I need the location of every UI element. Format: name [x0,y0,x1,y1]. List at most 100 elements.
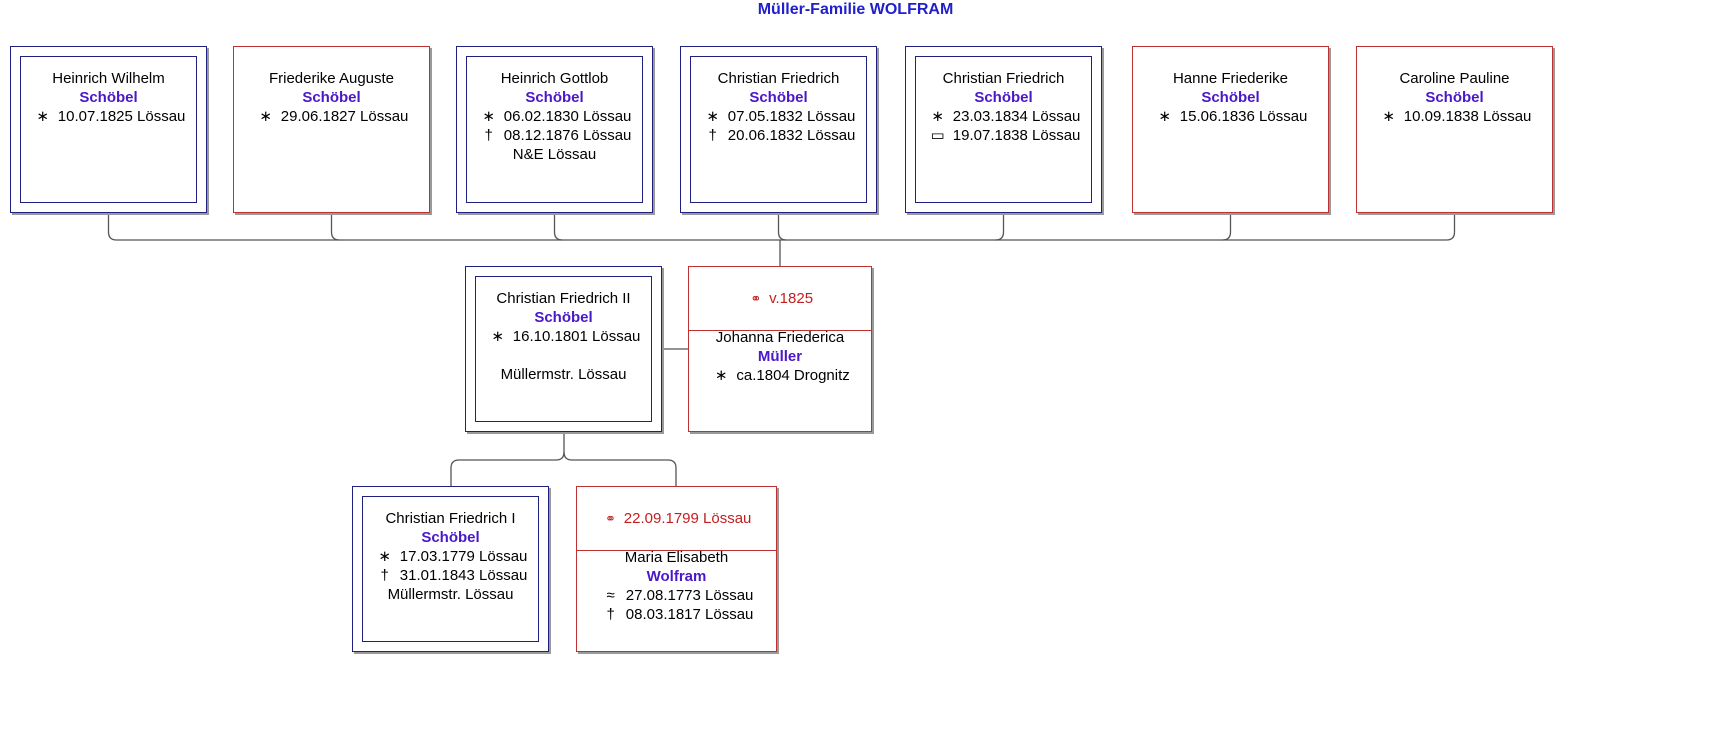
given-name: Johanna Friederica [715,329,845,346]
given-name: Caroline Pauline [1399,70,1510,87]
marriage-date: 22.09.1799 Lössau [619,510,752,527]
marriage-rings-icon: ⚭ [750,291,762,306]
event-text: 10.09.1838 Lössau [1399,108,1532,125]
marriage-header: ⚭ 22.09.1799 Lössau [577,487,776,551]
person-event [466,346,661,365]
chart-title: Müller-Familie WOLFRAM [757,1,954,18]
event-symbol-icon: ∗ [1158,108,1171,125]
inner-frame [466,56,643,203]
inner-frame [20,56,197,203]
inner-frame [915,56,1092,203]
event-symbol-icon: ∗ [378,548,391,565]
person-event: ∗ 10.07.1825 Lössau [11,107,206,126]
event-symbol-icon: ∗ [714,367,728,384]
given-name: Heinrich Gottlob [500,70,609,87]
event-text: 10.07.1825 Lössau [53,108,186,125]
connector-line [450,432,565,487]
event-symbol-icon: † [380,567,389,584]
connector-line [563,451,677,487]
surname: Schöbel [1425,89,1484,106]
event-symbol-icon: † [708,127,717,144]
marriage-text: ⚭ 22.09.1799 Lössau [577,509,776,528]
connector-line [995,213,1005,241]
person-event: ∗ 10.09.1838 Lössau [1357,107,1552,126]
event-symbol-icon: ∗ [491,328,504,345]
person-event: † 08.03.1817 Lössau [577,605,776,624]
surname: Schöbel [302,89,361,106]
event-symbol-icon: ∗ [36,108,49,125]
event-symbol-icon: ≈ [606,587,615,604]
surname: Schöbel [749,89,808,106]
marriage-text: ⚭ v.1825 [689,289,871,308]
surname: Schöbel [79,89,138,106]
connector-line [330,213,340,241]
event-text: 31.01.1843 Lössau [395,567,528,584]
person-event: † 08.12.1876 Lössau [457,126,652,145]
event-text: 15.06.1836 Lössau [1175,108,1308,125]
given-name: Christian Friedrich II [496,290,631,307]
given-name: Hanne Friederike [1172,70,1289,87]
event-text: 08.03.1817 Lössau [621,606,754,623]
person-event: ∗ 17.03.1779 Lössau [353,547,548,566]
event-text: 17.03.1779 Lössau [395,548,528,565]
event-text: 20.06.1832 Lössau [723,127,856,144]
connector-line [777,213,787,241]
inner-frame [475,276,652,422]
surname: Schöbel [421,529,480,546]
event-text: 19.07.1838 Lössau [948,127,1081,144]
person-event: N&E Lössau [512,146,597,163]
person-event: ∗ 07.05.1832 Lössau [681,107,876,126]
person-event: Müllermstr. Lössau [387,586,514,603]
connector-line [107,213,1456,241]
given-name: Christian Friedrich I [385,510,516,527]
event-symbol-icon: ∗ [482,108,495,125]
marriage-rings-icon: ⚭ [605,511,617,526]
given-name: Maria Elisabeth [624,549,729,566]
event-symbol-icon: ∗ [931,108,944,125]
given-name: Heinrich Wilhelm [52,70,165,87]
surname: Wolfram [646,568,707,585]
given-name: Christian Friedrich [717,70,840,87]
event-text: ca.1804 Drognitz [732,367,850,384]
event-text: 23.03.1834 Lössau [948,108,1081,125]
marriage-date: v.1825 [764,290,814,307]
person-event: ∗ 16.10.1801 Lössau [466,327,661,346]
person-event: ▭ 19.07.1838 Lössau [906,126,1101,145]
event-text: 07.05.1832 Lössau [723,108,856,125]
person-event: ∗ 23.03.1834 Lössau [906,107,1101,126]
event-symbol-icon: † [484,127,493,144]
inner-frame [690,56,867,203]
event-symbol-icon: ∗ [706,108,719,125]
person-event: ≈ 27.08.1773 Lössau [577,586,776,605]
person-event: ∗ 29.06.1827 Lössau [234,107,429,126]
event-symbol-icon: ∗ [259,108,272,125]
inner-frame [362,496,539,642]
event-text: 06.02.1830 Lössau [499,108,632,125]
person-event: ∗ 06.02.1830 Lössau [457,107,652,126]
event-text: 08.12.1876 Lössau [499,127,632,144]
surname: Schöbel [525,89,584,106]
given-name: Friederike Auguste [268,70,395,87]
event-text: 29.06.1827 Lössau [276,108,409,125]
